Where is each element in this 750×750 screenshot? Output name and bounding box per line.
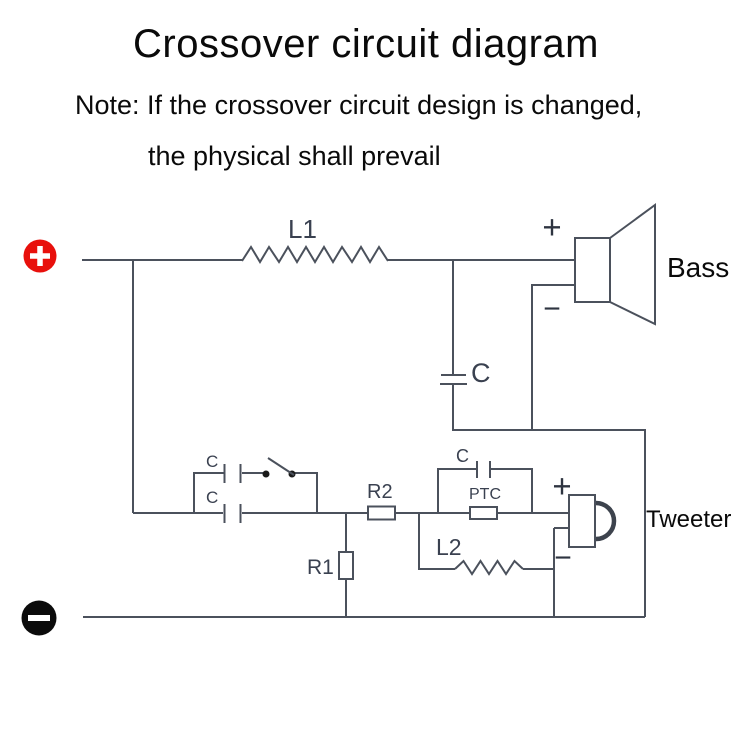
label-c-filter-bottom: C <box>206 488 218 507</box>
capacitor-c-ptc <box>476 461 491 478</box>
bass-negative-wire <box>531 284 575 430</box>
tweeter-speaker-icon <box>568 494 617 548</box>
label-r1: R1 <box>307 556 334 579</box>
label-ptc: PTC <box>469 486 501 503</box>
switch <box>262 457 296 478</box>
bass-label: Bass <box>667 252 729 283</box>
label-c-main: C <box>471 358 491 388</box>
resistor-r2 <box>367 505 396 521</box>
capacitor-c-filter-top <box>223 464 242 483</box>
bass-speaker-icon <box>574 203 656 326</box>
wires <box>82 259 646 618</box>
label-c-ptc: C <box>456 446 469 466</box>
note-line-2: the physical shall prevail <box>148 141 441 171</box>
tweeter-network-wire <box>133 468 569 617</box>
bass-minus-sign: − <box>543 293 561 326</box>
note-line-1: Note: If the crossover circuit design is… <box>75 90 643 120</box>
resistor-r1 <box>338 551 354 580</box>
switch-contact-left <box>262 470 270 478</box>
bass-plus-sign: + <box>542 209 561 246</box>
capacitor-c-main <box>440 374 467 385</box>
tweeter-label: Tweeter <box>646 506 731 533</box>
positive-rail-wire <box>82 259 575 513</box>
tweeter-minus-sign: − <box>554 542 572 575</box>
negative-terminal-icon <box>21 600 57 636</box>
bass-capacitor-branch-wire <box>452 260 646 617</box>
tweeter-plus-sign: + <box>552 468 571 505</box>
label-l1: L1 <box>288 214 317 244</box>
page-title: Crossover circuit diagram <box>133 22 599 66</box>
label-l2: L2 <box>436 534 462 560</box>
label-c-filter-top: C <box>206 452 218 471</box>
resistor-ptc <box>469 506 498 520</box>
capacitor-c-filter-bottom <box>223 504 242 523</box>
switch-lever <box>267 457 295 476</box>
inductor-l2 <box>454 559 524 576</box>
label-r2: R2 <box>367 481 393 503</box>
positive-terminal-icon <box>23 239 57 273</box>
inductor-l1 <box>241 245 389 264</box>
